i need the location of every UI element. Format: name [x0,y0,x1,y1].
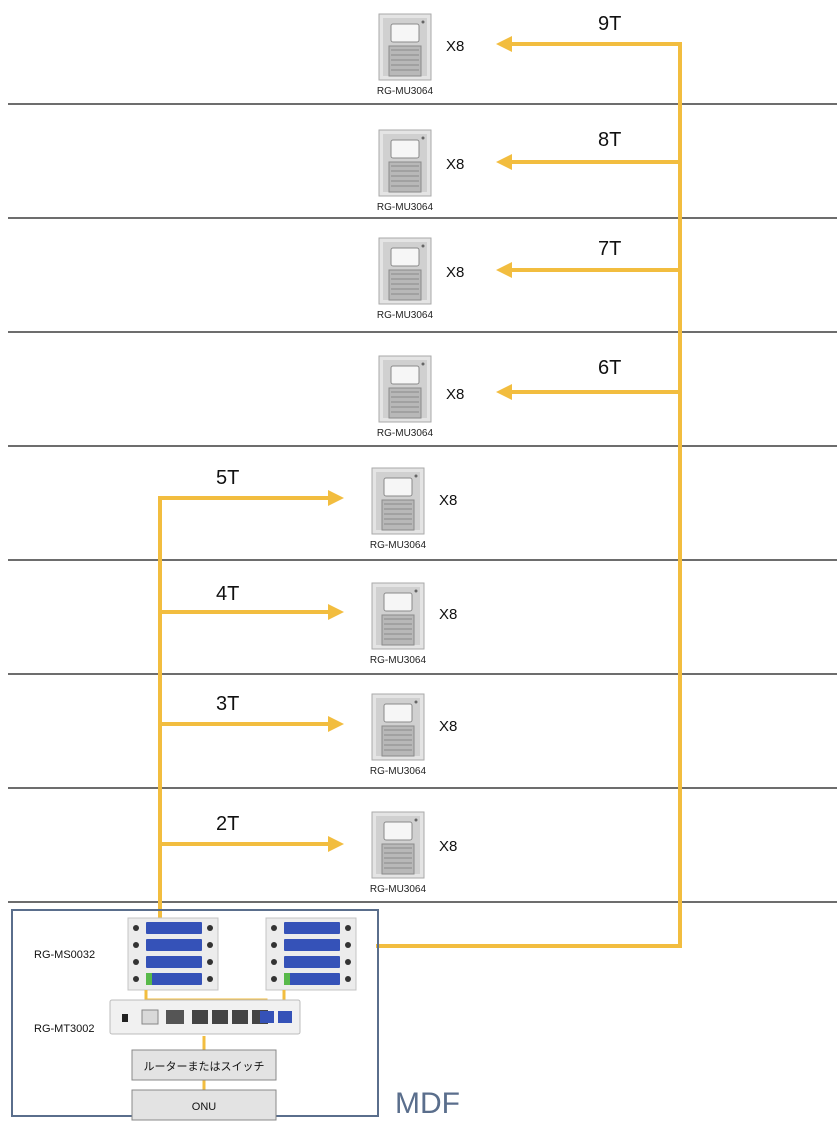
ap-count-label: X8 [446,156,464,173]
ap-model-label: RG-MU3064 [377,86,434,97]
ap-model-label: RG-MU3064 [377,310,434,321]
access-point-icon [371,467,425,535]
access-point-icon [371,811,425,879]
ap-model-label: RG-MU3064 [370,655,427,666]
arrowhead-4t [328,604,344,620]
patch-panel-right [265,917,357,991]
active-port [146,973,152,985]
access-point-icon [378,237,432,305]
floor-separators [8,103,837,903]
ap-count-label: X8 [439,492,457,509]
arrowhead-3t [328,716,344,732]
router-box [131,1049,277,1081]
panel-screws [133,925,213,982]
switch-label: RG-MT3002 [34,1023,95,1035]
ap-count-label: X8 [446,386,464,403]
ap-count-label: X8 [439,606,457,623]
ap-count-label: X8 [446,264,464,281]
floor-label: 9T [598,13,621,35]
ap-model-label: RG-MU3064 [377,428,434,439]
floor-label: 6T [598,357,621,379]
ap-count-label: X8 [439,718,457,735]
onu-box [131,1089,277,1121]
ap-model-label: RG-MU3064 [370,540,427,551]
panel-rows [146,922,202,985]
console-port [141,1009,159,1025]
ap-model-label: RG-MU3064 [370,766,427,777]
floor-label: 8T [598,129,621,151]
floor-label: 3T [216,693,239,715]
floors-layer: 9TX8RG-MU30648TX8RG-MU30647TX8RG-MU30646… [216,13,621,895]
access-point-icon [378,13,432,81]
access-point-icon [371,693,425,761]
trunk-line-right [376,42,682,948]
patch-panel-left [127,917,219,991]
arrowhead-2t [328,836,344,852]
onu-label: ONU [192,1101,217,1113]
mdf-room: MDF [11,909,460,1121]
floor-label: 5T [216,467,239,489]
arrowhead-7t [496,262,512,278]
mdf-title: MDF [395,1087,460,1120]
active-port [284,973,290,985]
arrowhead-6t [496,384,512,400]
arrowhead-5t [328,490,344,506]
floor-label: 7T [598,238,621,260]
access-point-icon [378,355,432,423]
floor-label: 2T [216,813,239,835]
switch-rg-mt3002 [109,999,301,1035]
floor-label: 4T [216,583,239,605]
ap-model-label: RG-MU3064 [377,202,434,213]
power-port [122,1014,128,1022]
panel-rows [284,922,340,985]
ap-count-label: X8 [446,38,464,55]
ap-model-label: RG-MU3064 [370,884,427,895]
patch-panel-label: RG-MS0032 [34,949,95,961]
left-arrowheads [328,490,344,852]
sfp-port-2 [278,1011,292,1023]
sfp-port-1 [260,1011,274,1023]
arrowhead-9t [496,36,512,52]
router-label: ルーターまたはスイッチ [144,1060,265,1073]
arrowhead-8t [496,154,512,170]
access-point-icon [378,129,432,197]
trunk-line-left [158,496,330,922]
left-trunk-cable [158,496,330,922]
access-point-icon [371,582,425,650]
panel-screws [271,925,351,982]
mgmt-port [166,1010,184,1024]
ap-count-label: X8 [439,838,457,855]
right-arrowheads [496,36,512,400]
right-trunk-cable [376,42,682,948]
